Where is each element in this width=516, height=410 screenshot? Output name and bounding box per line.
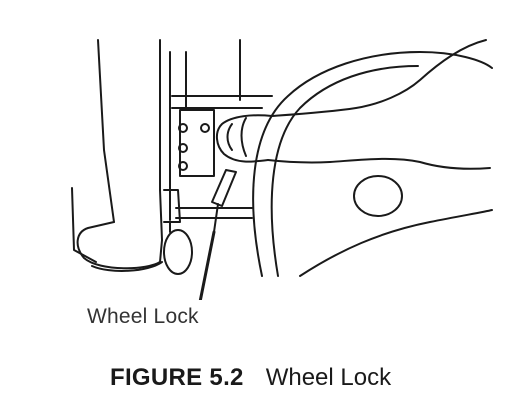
leg-and-foot (76, 39, 163, 272)
caster-wheel (163, 229, 193, 275)
frame-bolt (178, 143, 188, 153)
figure-caption: FIGURE 5.2 Wheel Lock (110, 364, 391, 392)
shoe (76, 221, 163, 270)
arm-and-hand (216, 39, 491, 170)
frame-mount-plate (179, 109, 215, 177)
wheel-tire-inner (270, 65, 419, 277)
lever-bar (211, 169, 237, 207)
arm-bottom-edge (267, 157, 491, 170)
hand (216, 114, 273, 163)
wheel-lock-illustration (71, 39, 493, 300)
wheel (252, 51, 493, 277)
wheel-lock-callout-label: Wheel Lock (87, 305, 199, 328)
frame-bolt (178, 123, 188, 133)
figure-title: Wheel Lock (265, 364, 392, 391)
footrest-plate (71, 187, 97, 263)
footrest-hanger (163, 189, 181, 223)
leg-back-edge (159, 39, 163, 241)
seat-cushion (299, 209, 493, 277)
hand-thumb (226, 123, 233, 151)
frame-bolt (200, 123, 210, 133)
wheel-hub (353, 175, 403, 217)
shoe-sole (91, 261, 163, 272)
callout-leader-line (198, 230, 216, 300)
frame-bolt (178, 161, 188, 171)
lever-shaft (213, 203, 219, 233)
wheelchair-frame (169, 39, 273, 221)
wheel-lock-lever (211, 169, 237, 233)
footrest (71, 187, 193, 275)
hand-finger (240, 117, 247, 157)
figure-number: FIGURE 5.2 (110, 364, 244, 391)
wheel-tire-outer (252, 51, 493, 277)
arm-top-edge (271, 39, 487, 117)
leg-front-edge (97, 39, 115, 223)
